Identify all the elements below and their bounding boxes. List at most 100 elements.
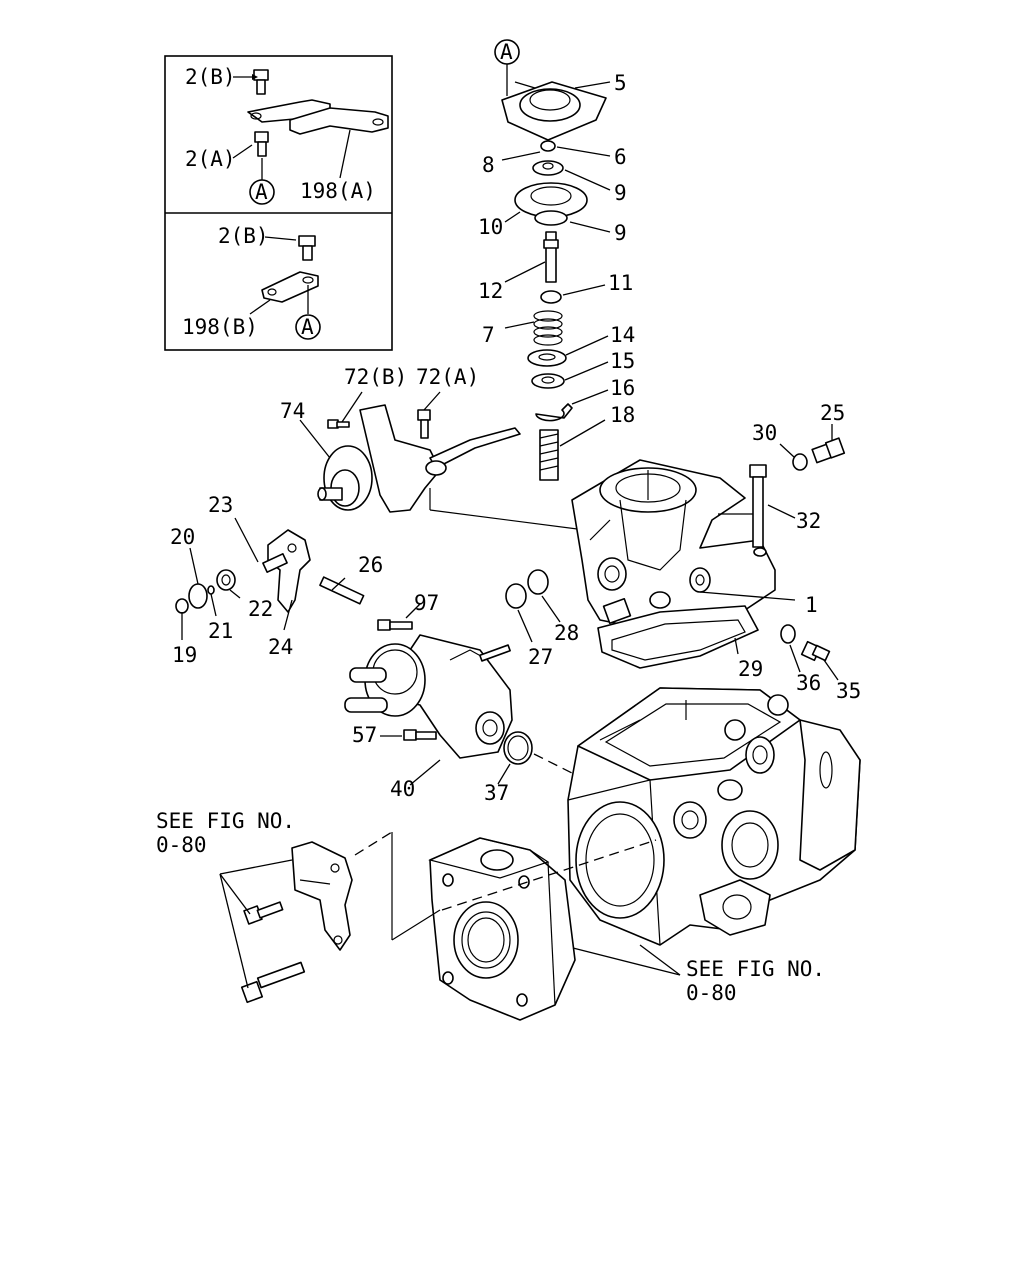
label-27: 27 bbox=[528, 645, 553, 669]
label-20: 20 bbox=[170, 525, 195, 549]
inset2-bolt-2b bbox=[298, 235, 316, 261]
inset1-bracket-198a bbox=[247, 99, 389, 135]
label-29: 29 bbox=[738, 657, 763, 681]
label-37: 37 bbox=[484, 781, 509, 805]
see-fig-right-line1: SEE FIG NO. bbox=[686, 957, 825, 981]
inset1-bolt-2a bbox=[254, 131, 269, 157]
part-24-lever bbox=[267, 529, 311, 613]
label-1: 1 bbox=[805, 593, 818, 617]
lower-bolt-long bbox=[240, 961, 306, 1004]
inset2-ref-circle-a bbox=[295, 314, 321, 340]
part-9-washer-upper bbox=[532, 160, 564, 176]
label-16: 16 bbox=[610, 376, 635, 400]
label-10: 10 bbox=[478, 215, 503, 239]
part-12-shaft bbox=[543, 231, 559, 283]
part-1-housing: 32 1 bbox=[571, 459, 821, 631]
detail-inset-panel: A 2(B) 2(A) 198(A) A 2(B) 198(B) bbox=[164, 55, 393, 351]
lower-bracket bbox=[291, 841, 353, 951]
part-29-gasket: 29 bbox=[597, 605, 763, 681]
label-2b-top: 2(B) bbox=[185, 65, 236, 89]
label-72b: 72(B) bbox=[344, 365, 407, 389]
part-36-washer bbox=[780, 624, 796, 644]
label-7: 7 bbox=[482, 323, 495, 347]
label-15: 15 bbox=[610, 349, 635, 373]
label-8: 8 bbox=[482, 153, 495, 177]
lower-bolt-short bbox=[243, 901, 284, 925]
label-26: 26 bbox=[358, 553, 383, 577]
nipple-upper bbox=[349, 667, 387, 683]
inset2-bracket-198b bbox=[261, 271, 319, 303]
label-5: 5 bbox=[614, 71, 627, 95]
see-fig-left-line2: 0-80 bbox=[156, 833, 207, 857]
see-fig-left-line1: SEE FIG NO. bbox=[156, 809, 295, 833]
actuator-bracket bbox=[359, 404, 441, 513]
label-2b-inset2: 2(B) bbox=[218, 224, 269, 248]
nipple-lower bbox=[344, 697, 388, 713]
part-27-plug bbox=[505, 583, 527, 609]
diaphragm-stack: A bbox=[478, 39, 635, 481]
part-97-screw bbox=[377, 619, 413, 631]
part-15-washer bbox=[531, 373, 565, 389]
part-40-unit: 40 bbox=[344, 634, 513, 801]
inset1-ref-circle-a bbox=[249, 179, 275, 205]
label-97: 97 bbox=[414, 591, 439, 615]
part-16-clip bbox=[535, 403, 573, 422]
label-198a: 198(A) bbox=[300, 179, 376, 203]
part-57-screw bbox=[403, 729, 437, 741]
part-22-collar bbox=[216, 569, 236, 591]
inset1-bolt-2b bbox=[253, 69, 269, 95]
label-a-inset1: A bbox=[255, 180, 268, 204]
label-23: 23 bbox=[208, 493, 233, 517]
actuator-rod bbox=[429, 427, 521, 469]
part-19-ring bbox=[175, 598, 189, 614]
inset-frame bbox=[164, 55, 393, 351]
part-23-pin bbox=[262, 553, 288, 573]
part-21-ball bbox=[207, 585, 215, 595]
label-19: 19 bbox=[172, 643, 197, 667]
part-72b-bolt bbox=[327, 419, 350, 429]
see-fig-right-line2: 0-80 bbox=[686, 981, 737, 1005]
label-21: 21 bbox=[208, 619, 233, 643]
label-9b: 9 bbox=[614, 221, 627, 245]
label-9a: 9 bbox=[614, 181, 627, 205]
label-32: 32 bbox=[796, 509, 821, 533]
label-11: 11 bbox=[608, 271, 633, 295]
lever-group: 23 20 26 22 21 19 24 bbox=[170, 493, 383, 667]
pump-body bbox=[567, 687, 861, 946]
label-14: 14 bbox=[610, 323, 635, 347]
part-11-washer bbox=[540, 290, 562, 304]
label-6: 6 bbox=[614, 145, 627, 169]
label-36: 36 bbox=[796, 671, 821, 695]
part-72a-bolt bbox=[417, 409, 431, 439]
label-2a: 2(A) bbox=[185, 147, 236, 171]
label-22: 22 bbox=[248, 597, 273, 621]
label-a-inset2: A bbox=[301, 315, 314, 339]
label-198b: 198(B) bbox=[182, 315, 258, 339]
part-20-cap bbox=[188, 583, 208, 609]
part-14-seat bbox=[527, 349, 567, 367]
front-flange bbox=[428, 837, 576, 1021]
part-5-cover bbox=[501, 81, 607, 141]
label-74: 74 bbox=[280, 399, 305, 423]
part-7-spring bbox=[533, 310, 563, 346]
label-72a: 72(A) bbox=[416, 365, 479, 389]
label-24: 24 bbox=[268, 635, 293, 659]
part-30-washer bbox=[792, 453, 808, 471]
label-a-top: A bbox=[500, 40, 513, 64]
part-10-diaphragm bbox=[514, 182, 588, 226]
part-35-bolt bbox=[800, 640, 831, 662]
part-25-plug bbox=[811, 437, 846, 464]
label-12: 12 bbox=[478, 279, 503, 303]
label-40: 40 bbox=[390, 777, 415, 801]
label-18: 18 bbox=[610, 403, 635, 427]
label-25: 25 bbox=[820, 401, 845, 425]
part-28-plug bbox=[527, 569, 549, 595]
part-6-nut bbox=[540, 140, 556, 152]
part-32-screw bbox=[749, 464, 767, 548]
label-30: 30 bbox=[752, 421, 777, 445]
label-35: 35 bbox=[836, 679, 861, 703]
label-57: 57 bbox=[352, 723, 377, 747]
part-26-pin bbox=[319, 576, 365, 605]
label-28: 28 bbox=[554, 621, 579, 645]
